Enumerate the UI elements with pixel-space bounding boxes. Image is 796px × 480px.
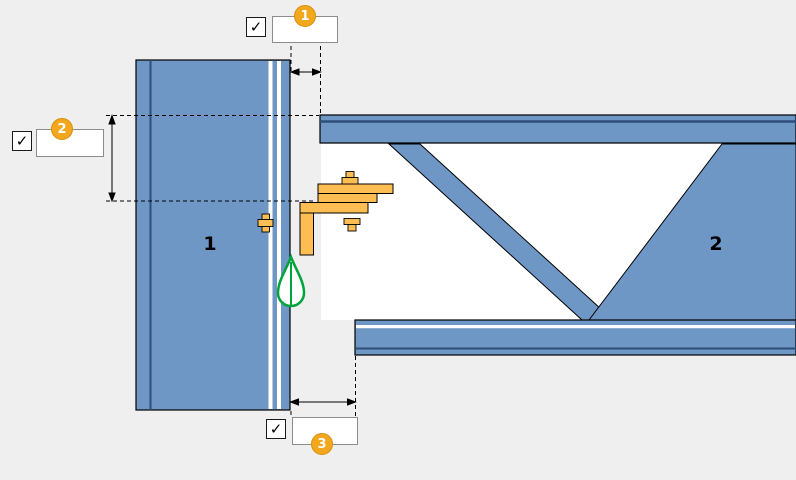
- angle-horizontal-leg: [299, 202, 369, 214]
- dimension-bottom: [289, 356, 357, 416]
- dim-2-checkbox[interactable]: ✓: [12, 131, 32, 151]
- shear-plate-top: [317, 183, 394, 194]
- beam-label: 2: [709, 233, 722, 255]
- dimension-left: [106, 113, 319, 203]
- angle-vertical-leg: [299, 212, 314, 256]
- checkmark-icon: ✓: [249, 17, 263, 36]
- connection-plates: [257, 171, 394, 256]
- checkmark-icon: ✓: [15, 131, 29, 150]
- checkmark-icon: ✓: [269, 419, 283, 438]
- top-chord: [319, 114, 796, 144]
- shear-plate-mid: [317, 193, 378, 203]
- column-web-gap: [268, 61, 273, 409]
- dim-3-badge: 3: [311, 433, 333, 455]
- bolt-icon: [257, 213, 274, 233]
- truss-right-panel: [587, 143, 796, 321]
- column-label: 1: [203, 233, 216, 255]
- column-body: [135, 59, 291, 411]
- column-web-gap: [277, 61, 281, 409]
- dim-2-badge: 2: [51, 118, 73, 140]
- dimension-top: [289, 46, 322, 115]
- truss-beam: 2: [319, 114, 796, 356]
- bolt-icon: [341, 171, 359, 185]
- dim-3-checkbox[interactable]: ✓: [266, 419, 286, 439]
- bottom-chord-gap: [356, 325, 795, 329]
- weld-symbol-icon: [276, 253, 306, 308]
- dim-1-badge: 1: [294, 5, 316, 27]
- dim-1-checkbox[interactable]: ✓: [246, 17, 266, 37]
- bolt-icon: [343, 218, 361, 232]
- column: 1: [135, 59, 291, 411]
